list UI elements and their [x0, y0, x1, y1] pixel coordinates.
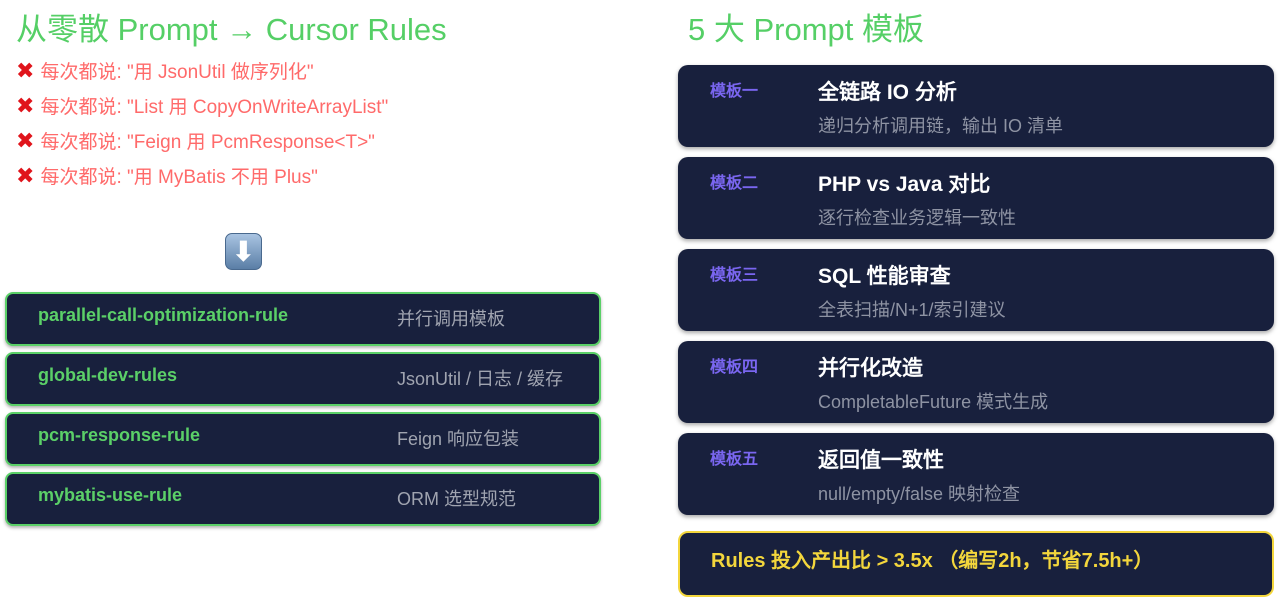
cross-icon: ✖	[16, 92, 35, 118]
template-card: 模板三 SQL 性能审查全表扫描/N+1/索引建议	[678, 249, 1274, 331]
pain-text: 每次都说: "Feign 用 PcmResponse<T>"	[40, 132, 375, 153]
rule-card: global-dev-rules JsonUtil / 日志 / 缓存	[5, 352, 601, 406]
template-tag: 模板三	[710, 267, 759, 284]
template-tag: 模板五	[710, 451, 759, 468]
cross-icon: ✖	[16, 162, 35, 188]
template-title: SQL 性能审查	[818, 265, 951, 288]
template-title: PHP vs Java 对比	[818, 173, 991, 196]
template-tag: 模板四	[710, 359, 759, 376]
roi-banner: Rules 投入产出比 > 3.5x （编写2h，节省7.5h+）	[678, 531, 1274, 597]
down-arrow-icon: ⬇	[225, 233, 262, 270]
template-card: 模板五 返回值一致性 null/empty/false 映射检查	[678, 433, 1274, 515]
pain-item: ✖每次都说: "用 MyBatis 不用 Plus"	[16, 162, 318, 189]
left-title: 从零散 Prompt → Cursor Rules	[16, 12, 447, 47]
template-title: 全链路 IO 分析	[818, 81, 957, 104]
rule-name: mybatis-use-rule	[38, 485, 183, 505]
template-desc: 递归分析调用链，输出 IO 清单	[818, 116, 1064, 136]
roi-text: Rules 投入产出比 > 3.5x （编写2h，节省7.5h+）	[711, 550, 1154, 572]
rule-desc: Feign 响应包装	[397, 429, 520, 449]
template-tag: 模板二	[710, 175, 759, 192]
cross-icon: ✖	[16, 127, 35, 153]
template-desc: 逐行检查业务逻辑一致性	[818, 208, 1016, 228]
template-card: 模板四 并行化改造 CompletableFuture 模式生成	[678, 341, 1274, 423]
rule-name: parallel-call-optimization-rule	[38, 305, 289, 325]
rule-name: pcm-response-rule	[38, 425, 201, 445]
rule-desc: JsonUtil / 日志 / 缓存	[397, 369, 564, 389]
template-desc: null/empty/false 映射检查	[818, 484, 1021, 504]
rule-desc: 并行调用模板	[397, 309, 505, 329]
pain-text: 每次都说: "用 MyBatis 不用 Plus"	[40, 167, 318, 188]
template-desc: CompletableFuture 模式生成	[818, 392, 1049, 412]
cross-icon: ✖	[16, 57, 35, 83]
rule-desc: ORM 选型规范	[397, 489, 516, 509]
template-card: 模板一 全链路 IO 分析递归分析调用链，输出 IO 清单	[678, 65, 1274, 147]
right-title: 5 大 Prompt 模板	[688, 12, 924, 47]
template-desc: 全表扫描/N+1/索引建议	[818, 300, 1006, 320]
rule-card: pcm-response-rule Feign 响应包装	[5, 412, 601, 466]
template-title: 返回值一致性	[818, 449, 944, 472]
pain-item: ✖每次都说: "用 JsonUtil 做序列化"	[16, 57, 314, 84]
pain-text: 每次都说: "用 JsonUtil 做序列化"	[40, 62, 314, 83]
rule-card: mybatis-use-rule ORM 选型规范	[5, 472, 601, 526]
rule-name: global-dev-rules	[38, 365, 178, 385]
template-card: 模板二 PHP vs Java 对比逐行检查业务逻辑一致性	[678, 157, 1274, 239]
pain-item: ✖每次都说: "Feign 用 PcmResponse<T>"	[16, 127, 375, 154]
template-tag: 模板一	[710, 83, 759, 100]
template-title: 并行化改造	[818, 357, 923, 380]
pain-text: 每次都说: "List 用 CopyOnWriteArrayList"	[40, 97, 389, 118]
rule-card: parallel-call-optimization-rule 并行调用模板	[5, 292, 601, 346]
pain-item: ✖每次都说: "List 用 CopyOnWriteArrayList"	[16, 92, 388, 119]
